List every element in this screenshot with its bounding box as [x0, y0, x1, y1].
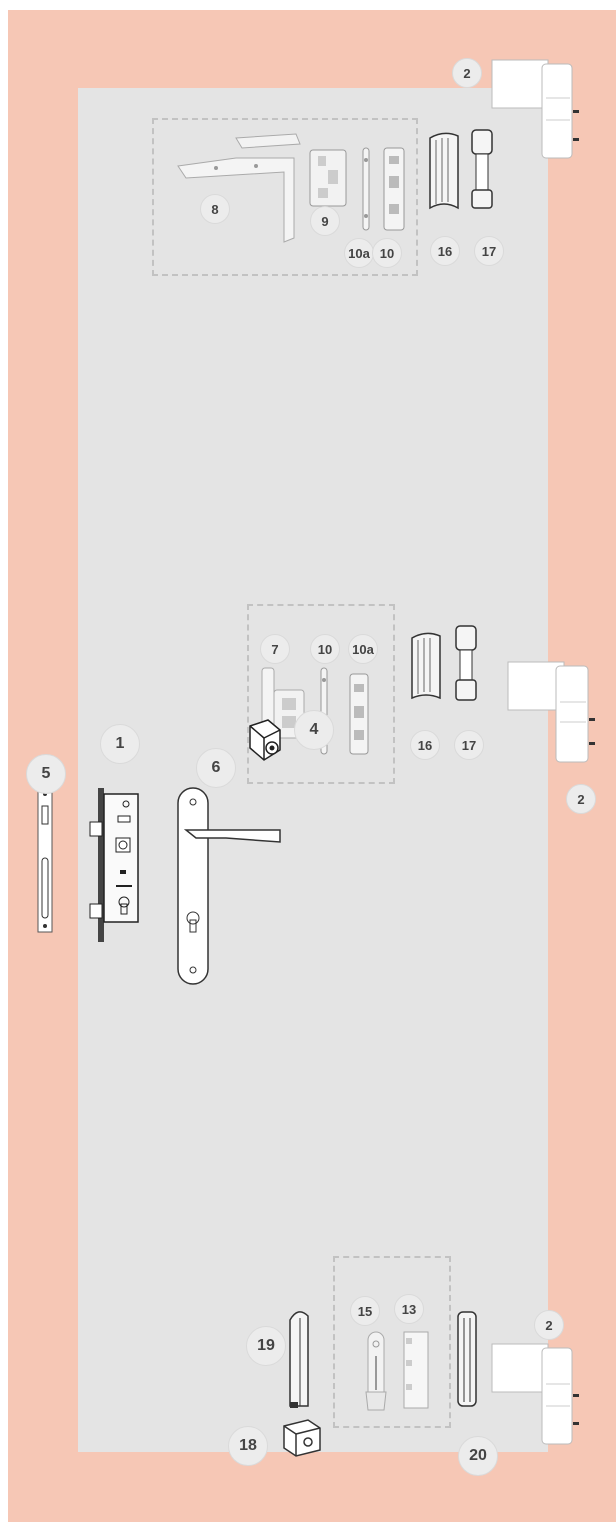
badge-hinge-middle: 2 [566, 784, 596, 814]
keep-15-icon [362, 1330, 392, 1414]
hinge-bottom-icon [490, 1340, 590, 1448]
cover-16-mid-icon [406, 630, 446, 702]
badge-lock-case: 1 [100, 724, 140, 764]
block-18-icon [280, 1416, 324, 1460]
badge-cylinder: 4 [294, 710, 334, 750]
badge-keep-10-top: 10 [372, 238, 402, 268]
badge-hinge-bottom: 2 [534, 1310, 564, 1340]
badge-block-18: 18 [228, 1426, 268, 1466]
badge-drive-7: 7 [260, 634, 290, 664]
badge-cap-17-top: 17 [474, 236, 504, 266]
cap-17-mid-icon [450, 624, 482, 704]
strike-plate-icon [34, 786, 56, 934]
keep-10a-top-icon [358, 146, 374, 232]
hinge-top-icon [490, 58, 590, 162]
badge-keep-10-mid: 10 [310, 634, 340, 664]
stay-arm-icon [176, 128, 306, 246]
cover-16-top-icon [424, 130, 464, 212]
end-cap-19-icon [284, 1306, 314, 1412]
badge-handle: 6 [196, 748, 236, 788]
keep-10-top-icon [380, 146, 408, 232]
badge-corner-drive: 9 [310, 206, 340, 236]
badge-keep-10a-mid: 10a [348, 634, 378, 664]
corner-drive-icon [304, 146, 352, 212]
badge-keep-10a-top: 10a [344, 238, 374, 268]
badge-cover-16-top: 16 [430, 236, 460, 266]
badge-hinge-top: 2 [452, 58, 482, 88]
badge-end-cap-19: 19 [246, 1326, 286, 1366]
profile-20-icon [452, 1310, 482, 1410]
hinge-middle-icon [506, 660, 606, 766]
keep-10a-mid-icon [346, 672, 372, 756]
cylinder-icon [246, 716, 286, 766]
badge-cap-17-mid: 17 [454, 730, 484, 760]
badge-strike-plate: 5 [26, 754, 66, 794]
badge-stay-arm: 8 [200, 194, 230, 224]
badge-keep-15: 15 [350, 1296, 380, 1326]
handle-icon [176, 786, 286, 988]
badge-keep-13: 13 [394, 1294, 424, 1324]
keep-13-icon [398, 1330, 434, 1412]
badge-cover-16-mid: 16 [410, 730, 440, 760]
lock-case-icon [88, 786, 144, 944]
cap-17-top-icon [466, 128, 498, 212]
badge-profile-20: 20 [458, 1436, 498, 1476]
